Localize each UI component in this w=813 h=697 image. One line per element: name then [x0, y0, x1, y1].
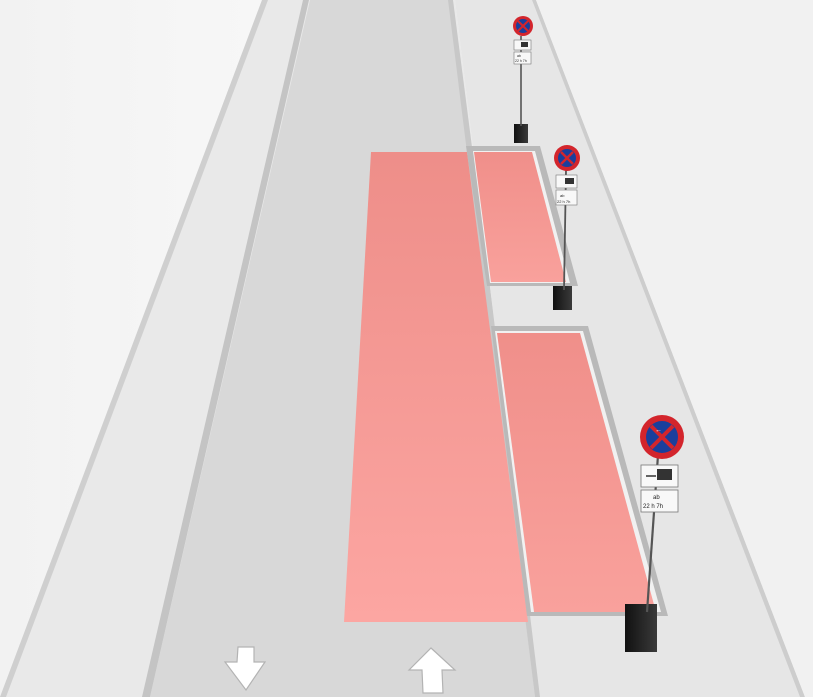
- no-parking-zone-bay-upper: [474, 152, 566, 282]
- lane-divider-line: [142, 0, 309, 697]
- lane-edge-line-left: [0, 0, 268, 697]
- svg-text:←: ←: [655, 427, 662, 434]
- no-parking-zone-bay-lower: [497, 333, 656, 612]
- lane-arrow-down-icon: [223, 646, 267, 692]
- sign-middle: ab 22 h 7h: [553, 145, 580, 310]
- ground-right: [536, 0, 813, 697]
- sign-far: ab 22 h 7h: [513, 16, 533, 143]
- sign-middle-plate-bottom: 22 h 7h: [557, 199, 570, 204]
- sign-near-plate-top: ab: [653, 495, 660, 501]
- sign-far-base: [514, 124, 528, 143]
- sign-near-plate-bottom: 22 h 7h: [643, 504, 663, 510]
- no-stopping-sign-icon: [513, 16, 533, 36]
- sidewalk-outer-edge: [532, 0, 805, 697]
- sign-far-plate-top: ab: [517, 54, 521, 58]
- sign-far-plate-bottom: 22 h 7h: [515, 59, 527, 63]
- no-parking-zone-road: [344, 152, 528, 622]
- lane-arrow-up-icon: [407, 647, 457, 694]
- sign-middle-base: [553, 286, 572, 310]
- no-stopping-sign-icon: [554, 145, 580, 171]
- sign-near: ← ab 22 h 7h: [625, 415, 684, 652]
- sign-middle-plate-top: ab: [560, 193, 565, 198]
- sign-near-base: [625, 604, 657, 652]
- no-stopping-sign-icon: ←: [640, 415, 684, 459]
